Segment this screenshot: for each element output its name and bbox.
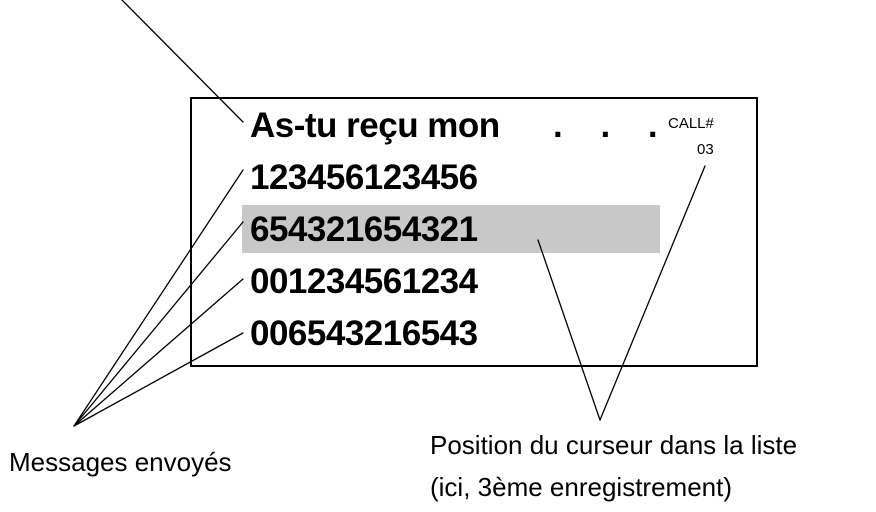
- cursor-highlight: [242, 205, 660, 253]
- leader-line-sent-row-3: [73, 278, 244, 427]
- leader-line-cursor-row: [537, 239, 601, 421]
- call-number-value: 03: [697, 141, 714, 158]
- leader-line-sent-row-2: [73, 221, 244, 427]
- caption-cursor-position: Position du curseur dans la liste: [430, 430, 798, 460]
- leader-line-title: [121, 0, 244, 123]
- caption-sent-messages: Messages envoyés: [9, 447, 232, 477]
- sent-message-row-1: 123456123456: [250, 158, 478, 197]
- sent-message-row-4: 006543216543: [250, 314, 478, 353]
- sent-message-row-3: 001234561234: [250, 262, 478, 301]
- call-number-label: CALL#: [668, 115, 714, 132]
- title-ellipsis: . . .: [553, 106, 672, 145]
- leader-line-sent-row-4: [73, 332, 244, 427]
- leader-line-sent-row-1: [73, 169, 244, 427]
- caption-cursor-example: (ici, 3ème enregistrement): [430, 472, 732, 502]
- sent-message-row-2-selected: 654321654321: [250, 210, 478, 249]
- message-title: As-tu reçu mon: [250, 106, 500, 145]
- leader-line-call-number: [599, 165, 706, 421]
- lcd-display-frame: [190, 97, 758, 367]
